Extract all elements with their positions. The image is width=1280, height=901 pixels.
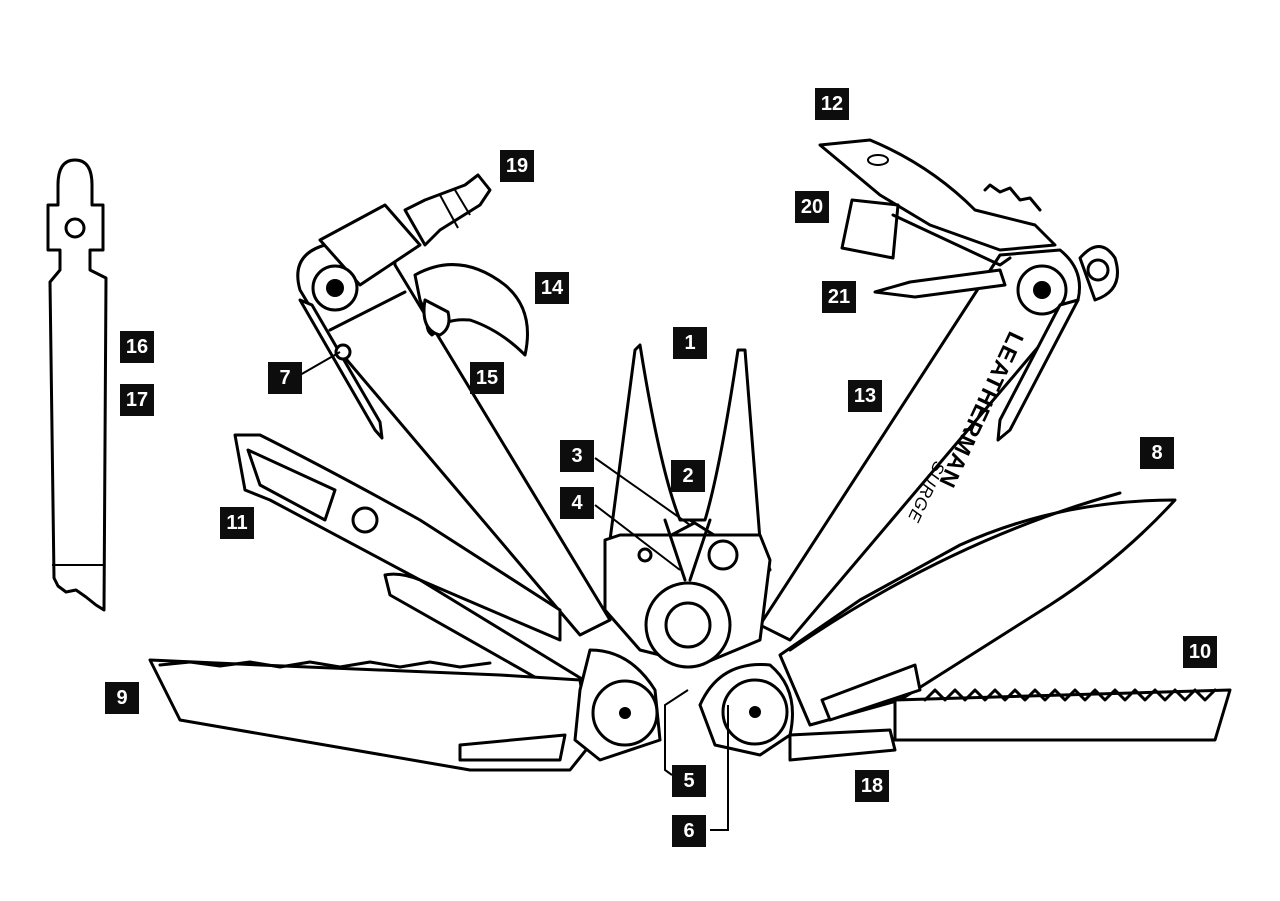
callout-15: 15 (470, 362, 504, 394)
callout-20: 20 (795, 191, 829, 223)
left-handle-drawing (296, 173, 612, 637)
right-bottom-tools-drawing (698, 491, 1232, 762)
callout-6: 6 (672, 815, 706, 847)
callout-5: 5 (672, 765, 706, 797)
callout-1: 1 (673, 327, 707, 359)
callout-3: 3 (560, 440, 594, 472)
pliers-drawing (603, 343, 772, 669)
left-bottom-tools-drawing (148, 433, 662, 772)
right-handle-drawing: LEATHERMAN SURGE (758, 138, 1119, 642)
jigsaw-blade-drawing (46, 158, 108, 612)
callout-11: 11 (220, 507, 254, 539)
callout-7: 7 (268, 362, 302, 394)
callout-16: 16 (120, 331, 154, 363)
callout-13: 13 (848, 380, 882, 412)
callout-12: 12 (815, 88, 849, 120)
callout-14: 14 (535, 272, 569, 304)
callout-21: 21 (822, 281, 856, 313)
callout-18: 18 (855, 770, 889, 802)
callout-17: 17 (120, 384, 154, 416)
callout-19: 19 (500, 150, 534, 182)
callout-2: 2 (671, 460, 705, 492)
callout-9: 9 (105, 682, 139, 714)
leader-lines (299, 351, 729, 831)
callout-4: 4 (560, 487, 594, 519)
callout-8: 8 (1140, 437, 1174, 469)
callout-10: 10 (1183, 636, 1217, 668)
